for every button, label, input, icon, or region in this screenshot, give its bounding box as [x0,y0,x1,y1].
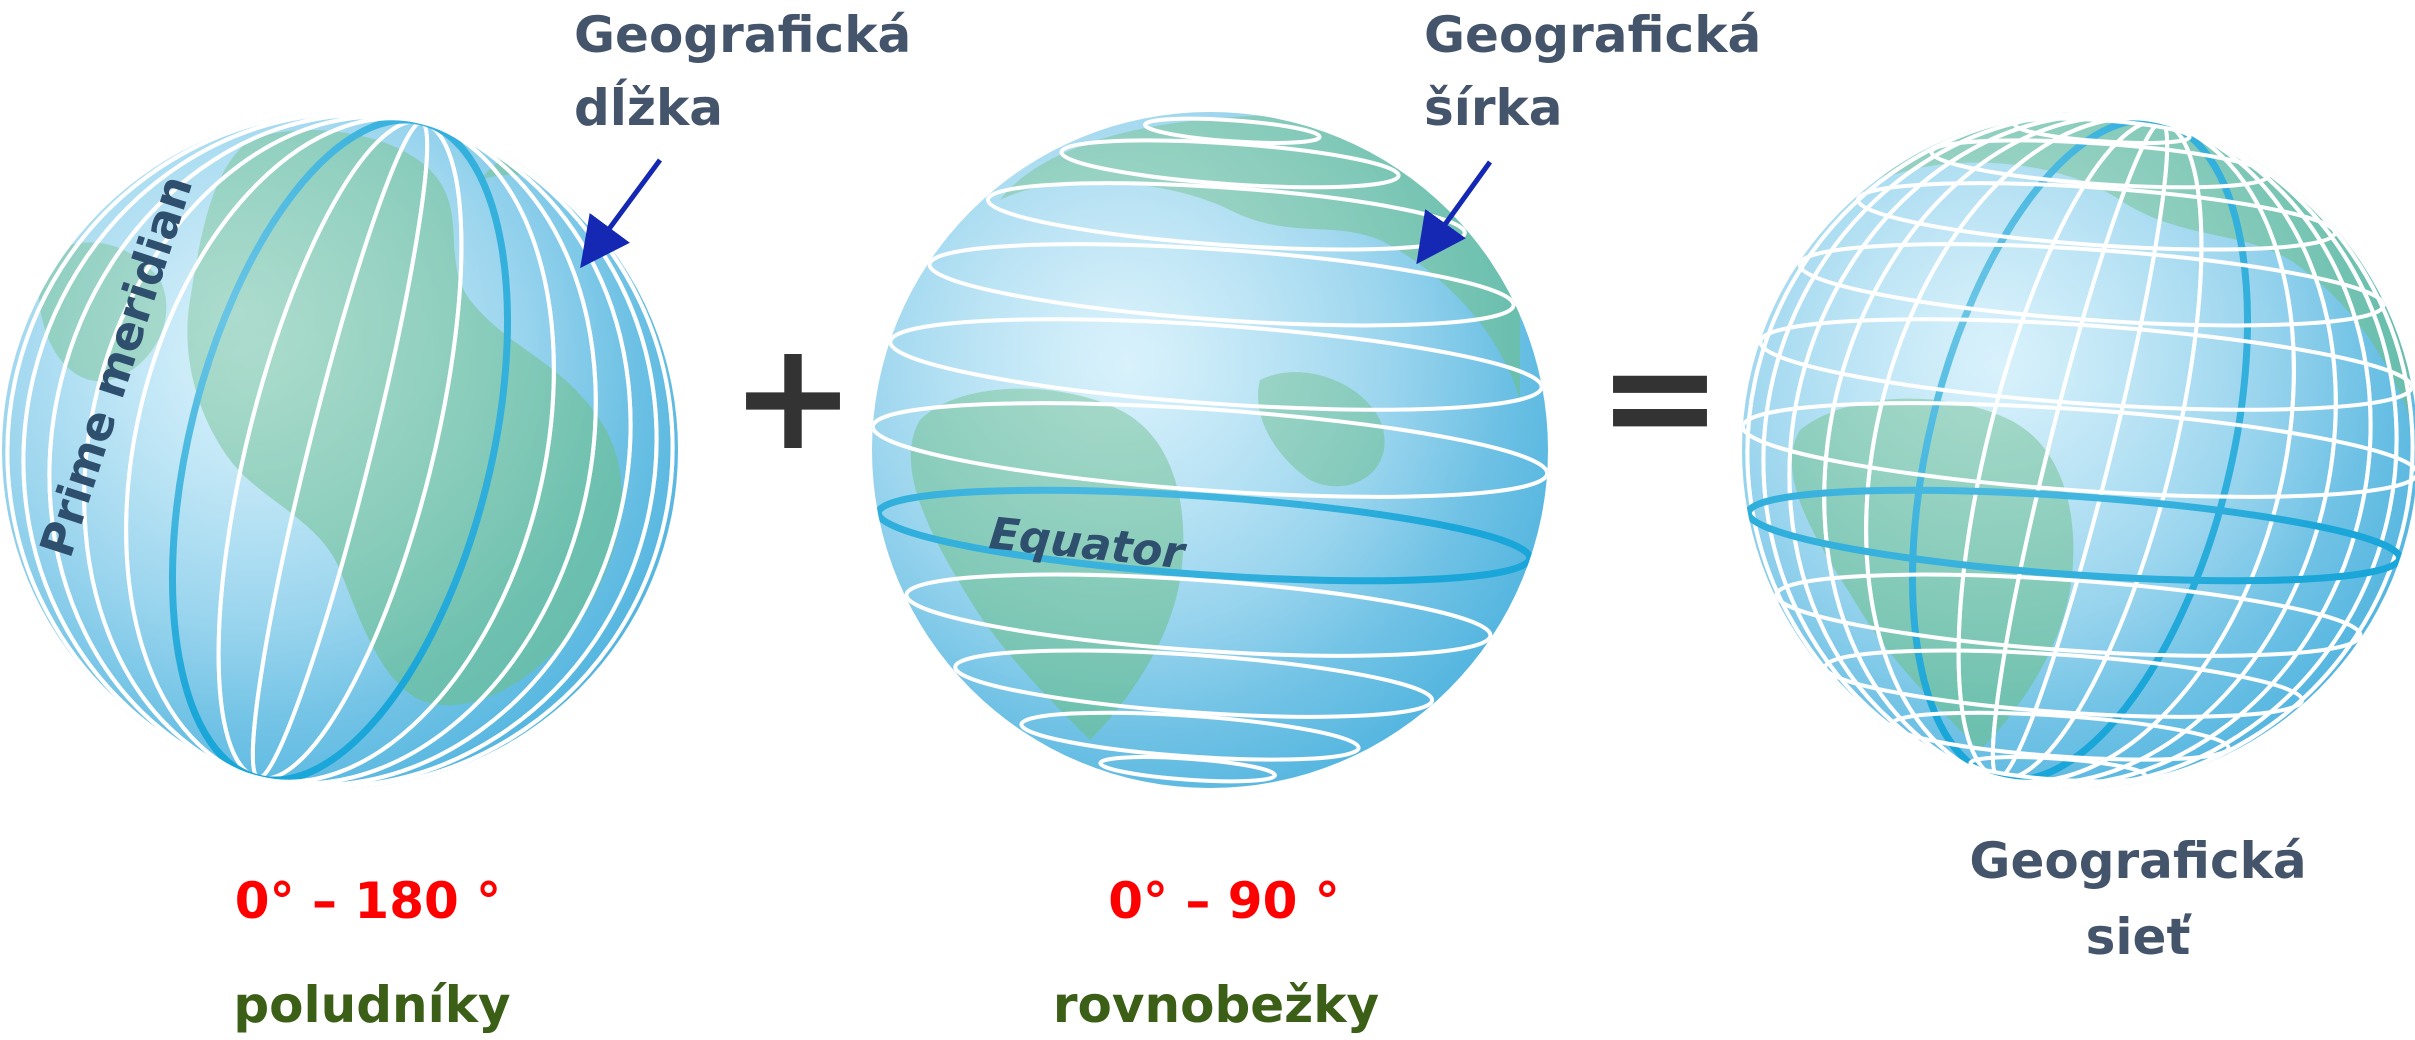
caption-longitude-line2: dĺžka [574,78,723,137]
range-latitude: 0° – 90 ° [1108,872,1340,930]
plus-sign: + [730,310,856,484]
caption-box-longitude [566,0,896,150]
globe-shine [1742,112,2415,788]
caption-latitude-line1: Geografická [1424,6,1761,64]
caption-longitude-line1: Geografická [574,6,911,64]
name-latitude: rovnobežky [1053,976,1379,1034]
caption-grid-line1: Geografická [1969,832,2306,890]
caption-latitude-line2: šírka [1424,79,1563,137]
arrow-longitude [580,158,663,269]
equals-sign: = [1597,310,1723,484]
globe-shine [2,112,678,788]
range-longitude: 0° – 180 ° [235,872,501,930]
globe-longitude: Prime meridian [2,112,678,788]
arrow-latitude [1416,160,1493,265]
globe-shine [872,112,1548,788]
name-longitude: poludníky [233,976,510,1034]
caption-grid-line2: sieť [2086,908,2193,966]
caption-box-latitude [1404,0,1754,150]
globe-grid [1742,112,2415,788]
globe-latitude: Equator [872,112,1548,788]
